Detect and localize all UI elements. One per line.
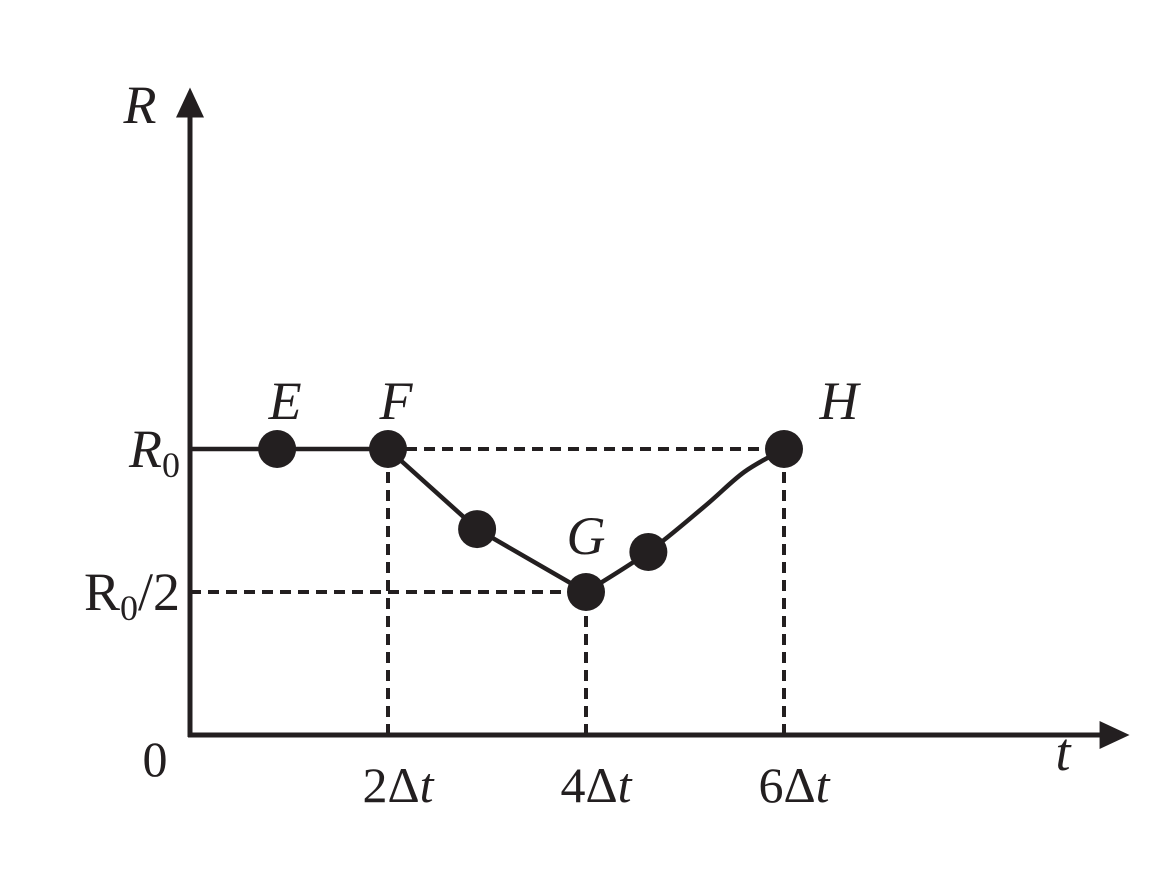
x-axis-label: t (1055, 722, 1072, 782)
origin-label: 0 (143, 731, 168, 787)
point-label-h: H (819, 371, 862, 431)
x-tick-label-0: 2Δt (362, 757, 434, 813)
x-axis-arrow (1099, 721, 1130, 749)
point-label-e: E (268, 371, 302, 431)
x-tick-label-2: 6Δt (758, 757, 830, 813)
guide-lines (190, 447, 786, 735)
point-marker-1 (369, 430, 407, 468)
y-axis-arrow (176, 87, 204, 118)
point-marker-2 (458, 510, 497, 549)
y-axis-label: R (123, 75, 157, 135)
point-marker-0 (258, 430, 297, 468)
markers: E F G H (258, 371, 862, 611)
point-marker-3 (567, 573, 605, 611)
point-label-f: F (379, 371, 414, 431)
axes (176, 87, 1130, 749)
x-tick-label-1: 4Δt (560, 757, 632, 813)
y-tick-label-0: R0 (128, 419, 180, 485)
point-marker-4 (629, 532, 668, 571)
labels: R t 0 (123, 75, 1073, 787)
y-tick-label-1: R0/2 (84, 562, 180, 628)
x-tick-labels: 2Δt 4Δt 6Δt (362, 757, 830, 813)
point-marker-5 (765, 430, 803, 468)
point-label-g: G (567, 506, 606, 566)
